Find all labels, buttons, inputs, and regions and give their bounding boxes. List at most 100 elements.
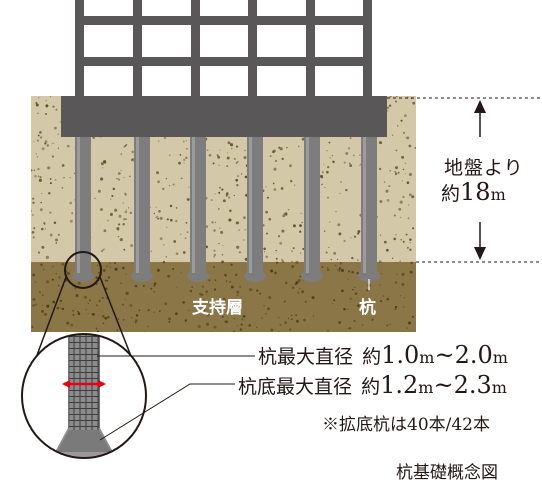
soil-speckle xyxy=(325,251,328,254)
depth-approx: 約 xyxy=(441,183,461,205)
soil-speckle xyxy=(169,185,171,187)
arrow-up-icon xyxy=(474,100,486,113)
soil-speckle xyxy=(289,164,292,168)
soil-speckle xyxy=(347,327,350,329)
soil-speckle xyxy=(324,186,326,189)
soil-speckle xyxy=(240,323,243,326)
pile xyxy=(72,137,94,282)
soil-speckle xyxy=(411,315,414,318)
soil-speckle xyxy=(37,175,40,177)
soil-speckle xyxy=(180,233,182,235)
soil-speckle xyxy=(118,223,121,226)
soil-speckle xyxy=(263,251,266,253)
soil-speckle xyxy=(266,232,268,235)
soil-speckle xyxy=(395,149,398,152)
soil-speckle xyxy=(44,142,47,145)
soil-speckle xyxy=(49,211,52,214)
soil-speckle xyxy=(153,284,156,287)
soil-speckle xyxy=(153,311,155,313)
soil-speckle xyxy=(45,113,47,115)
soil-speckle xyxy=(59,299,63,303)
soil-speckle xyxy=(32,201,35,205)
soil-speckle xyxy=(408,321,411,325)
soil-speckle xyxy=(42,294,44,296)
soil-speckle xyxy=(107,219,109,222)
soil-speckle xyxy=(45,100,47,102)
soil-speckle xyxy=(49,178,52,180)
soil-speckle xyxy=(327,329,329,332)
soil-speckle xyxy=(71,212,74,215)
soil-speckle xyxy=(103,248,105,250)
soil-speckle xyxy=(236,290,240,294)
soil-speckle xyxy=(185,222,188,224)
soil-speckle xyxy=(326,150,328,152)
soil-speckle xyxy=(38,178,42,182)
soil-speckle xyxy=(105,287,108,291)
soil-speckle xyxy=(292,247,295,250)
soil-speckle xyxy=(389,323,391,326)
soil-speckle xyxy=(107,276,111,279)
soil-speckle xyxy=(135,314,139,317)
soil-speckle xyxy=(116,227,120,230)
soil-speckle xyxy=(220,230,224,234)
depth-prefix-label: 地盤より xyxy=(444,157,524,179)
soil-speckle xyxy=(165,178,167,180)
soil-speckle xyxy=(213,288,217,291)
soil-speckle xyxy=(124,192,127,195)
soil-speckle xyxy=(210,199,213,201)
soil-speckle xyxy=(191,286,194,288)
soil-speckle xyxy=(287,208,290,211)
soil-speckle xyxy=(269,155,272,158)
soil-speckle xyxy=(407,217,410,220)
soil-speckle xyxy=(406,327,408,329)
soil-speckle xyxy=(32,304,35,307)
soil-speckle xyxy=(162,187,165,191)
soil-speckle xyxy=(131,317,133,319)
soil-speckle xyxy=(117,235,120,238)
soil-speckle xyxy=(275,249,277,252)
soil-speckle xyxy=(270,328,274,332)
soil-speckle xyxy=(402,306,405,308)
soil-speckle xyxy=(343,307,346,311)
soil-speckle xyxy=(400,238,403,241)
soil-speckle xyxy=(261,317,263,319)
soil-speckle xyxy=(345,188,348,192)
soil-speckle xyxy=(69,177,71,179)
soil-speckle xyxy=(312,315,315,317)
soil-speckle xyxy=(270,269,274,273)
soil-speckle xyxy=(77,310,79,313)
soil-speckle xyxy=(32,297,36,301)
soil-speckle xyxy=(326,170,329,174)
soil-speckle xyxy=(213,229,216,232)
soil-speckle xyxy=(31,210,33,212)
soil-speckle xyxy=(394,170,397,173)
soil-speckle xyxy=(120,282,122,284)
soil-speckle xyxy=(41,147,45,151)
foundation-slab xyxy=(61,96,387,137)
soil-speckle xyxy=(267,307,270,311)
soil-speckle xyxy=(334,264,337,267)
soil-speckle xyxy=(91,312,95,316)
soil-speckle xyxy=(383,240,387,244)
soil-speckle xyxy=(239,285,242,288)
soil-speckle xyxy=(351,271,354,274)
soil-speckle xyxy=(226,165,229,168)
soil-speckle xyxy=(49,328,51,330)
soil-speckle xyxy=(221,260,224,264)
soil-speckle xyxy=(37,167,40,171)
soil-speckle xyxy=(33,169,35,171)
soil-speckle xyxy=(295,314,298,317)
soil-speckle xyxy=(166,218,169,221)
soil-speckle xyxy=(279,241,283,245)
soil-speckle xyxy=(266,196,269,199)
soil-speckle xyxy=(116,329,119,332)
soil-speckle xyxy=(103,161,107,164)
soil-speckle xyxy=(357,304,360,308)
soil-speckle xyxy=(402,131,406,135)
soil-speckle xyxy=(109,266,112,269)
soil-speckle xyxy=(295,260,299,264)
soil-speckle xyxy=(274,271,277,275)
soil-speckle xyxy=(218,191,221,194)
soil-speckle xyxy=(38,97,40,99)
soil-speckle xyxy=(97,189,101,193)
